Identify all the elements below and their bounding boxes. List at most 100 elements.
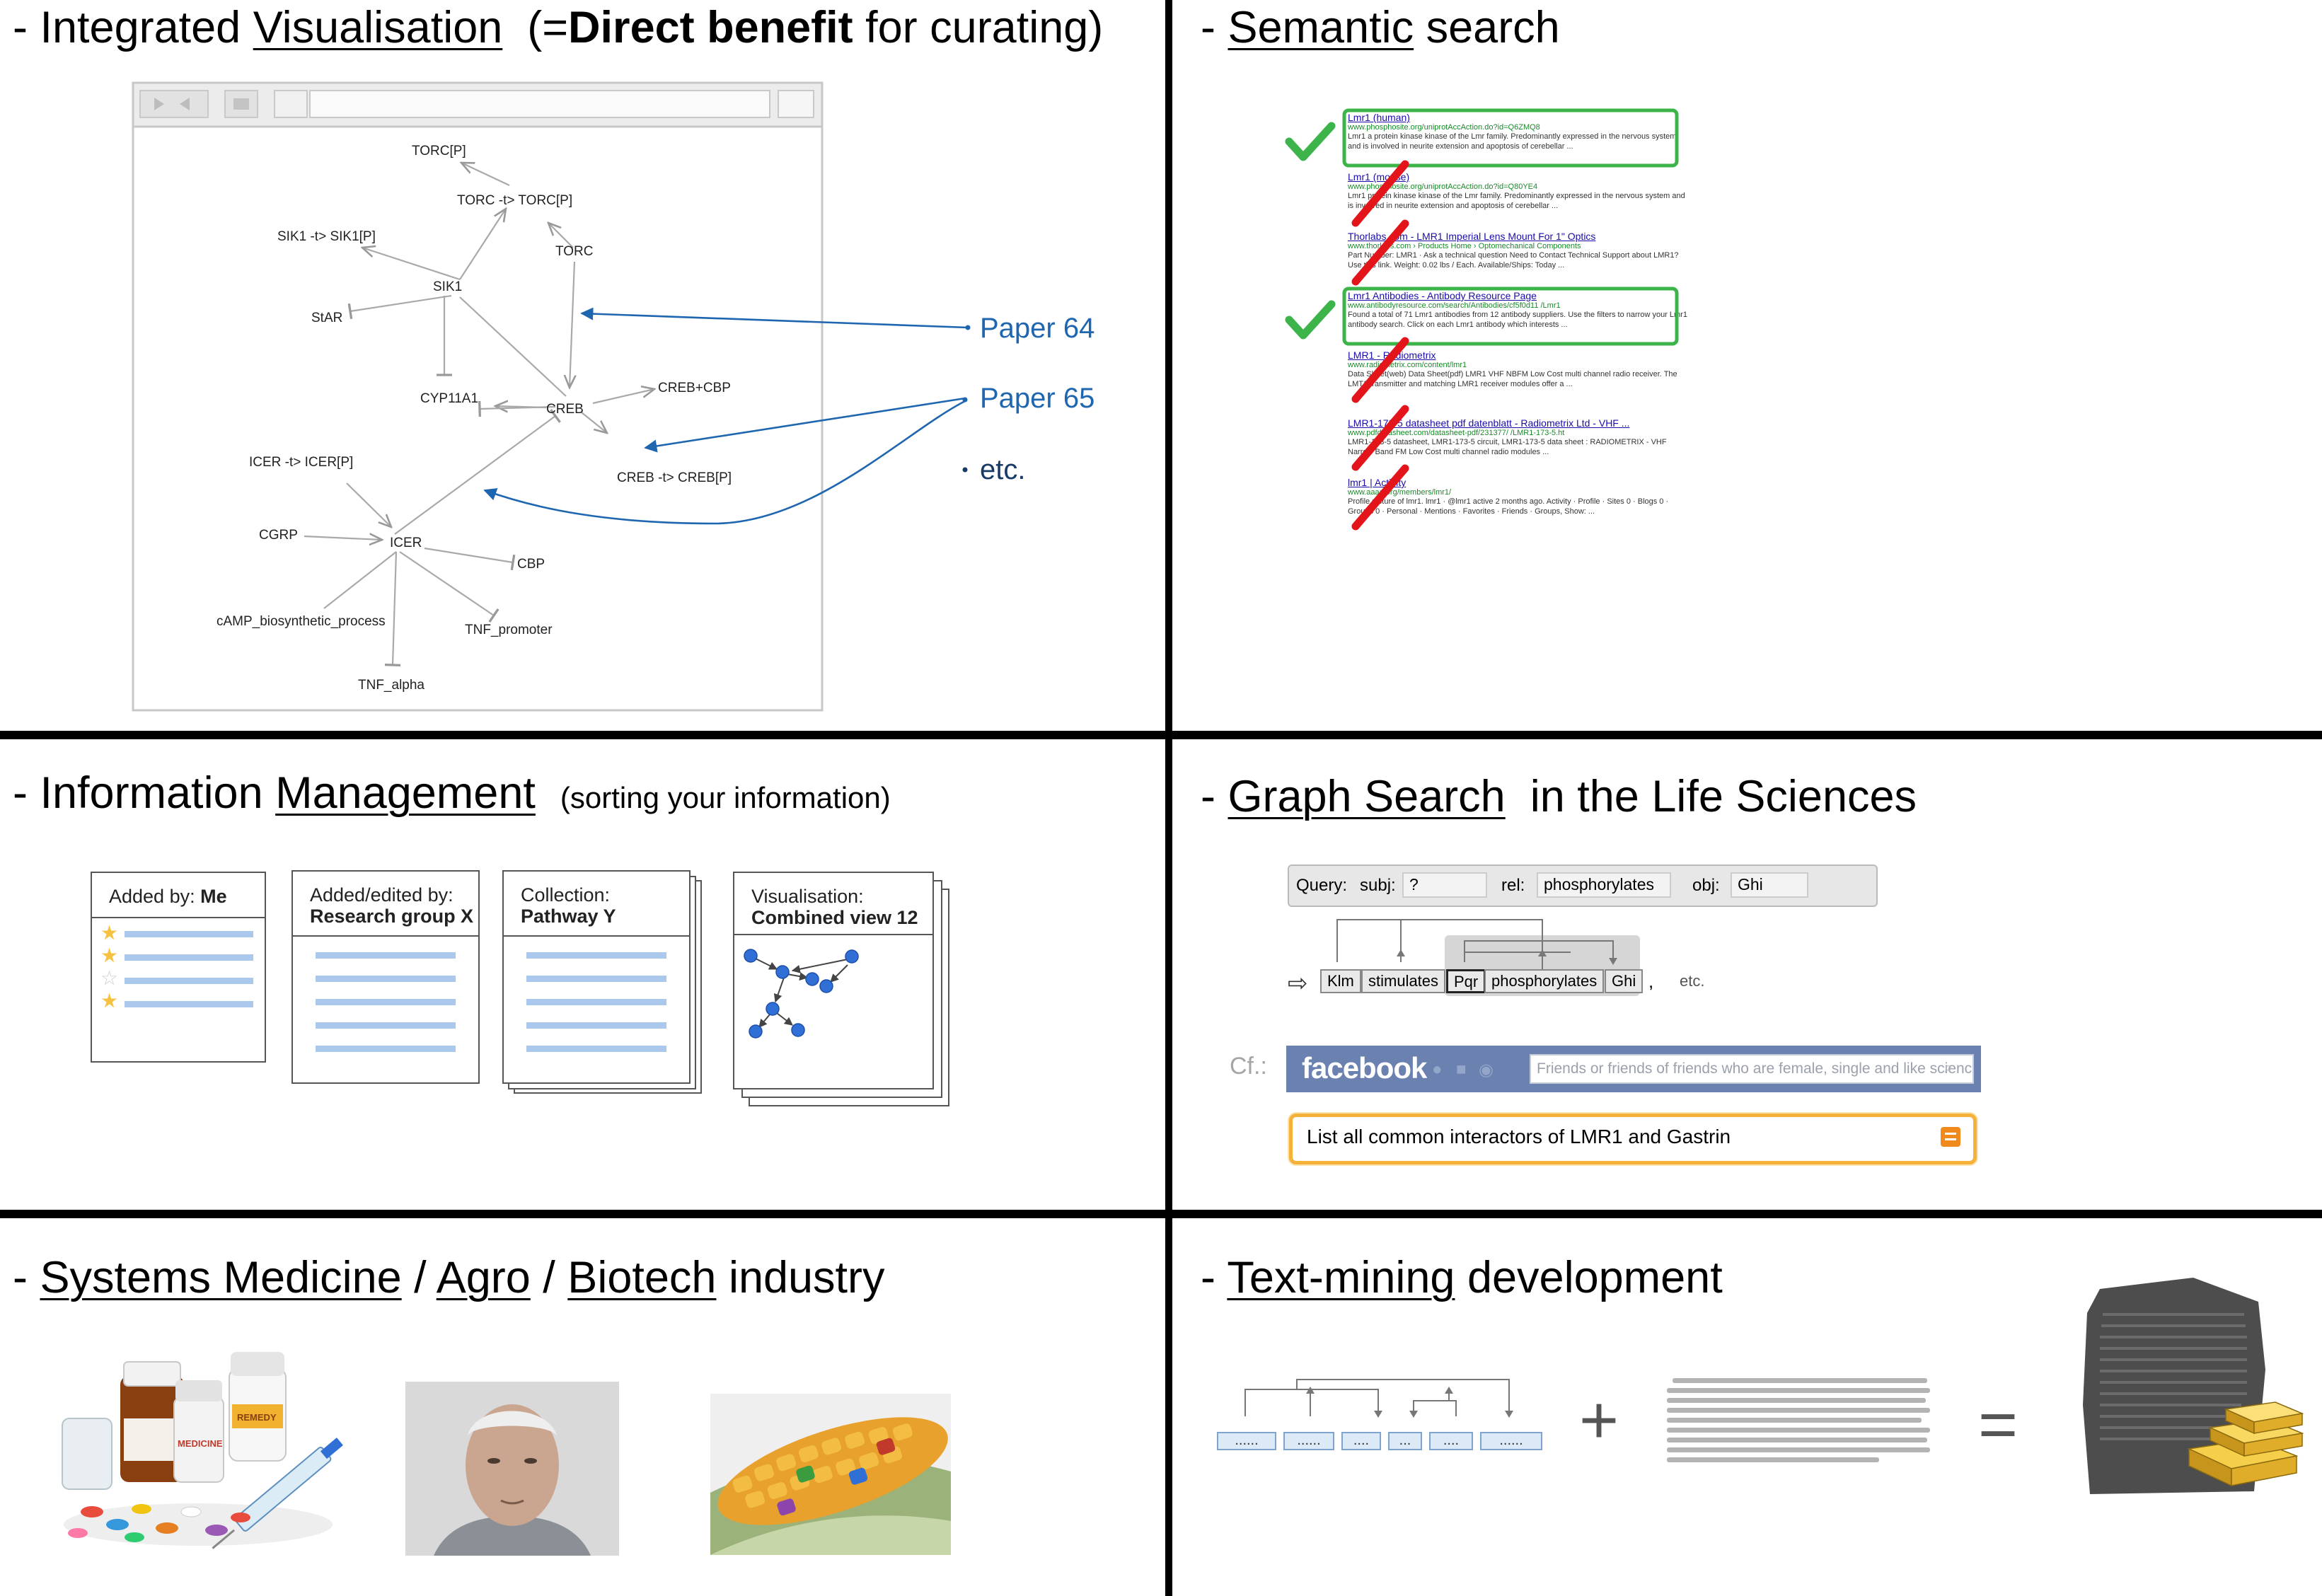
token-pqr[interactable]: Pqr xyxy=(1446,969,1486,993)
info-card-collection[interactable]: Collection: Pathway Y xyxy=(502,870,691,1084)
node-cbp: CBP xyxy=(517,557,545,572)
strike-icon xyxy=(1351,464,1409,531)
node-star: StAR xyxy=(311,311,342,325)
friends-icon: ● xyxy=(1432,1060,1443,1079)
card-divider xyxy=(293,935,478,937)
blurred-text-block xyxy=(1667,1378,1930,1462)
info-card-added-by-me[interactable]: Added by: Me ★ ★ ☆ ★ xyxy=(91,872,266,1063)
node-tnf-alpha: TNF_alpha xyxy=(358,678,424,693)
node-torc: TORC xyxy=(555,244,593,259)
search-result[interactable]: Lmr1 (human) www.phosphosite.org/uniprot… xyxy=(1348,112,1677,151)
node-sik1: SIK1 xyxy=(433,279,462,294)
elderly-man-photo xyxy=(405,1382,619,1556)
search-results-list: Lmr1 (human) www.phosphosite.org/uniprot… xyxy=(1348,112,1687,536)
node-tnf-promoter: TNF_promoter xyxy=(465,623,553,637)
search-result[interactable]: Lmr1 Antibodies - Antibody Resource Page… xyxy=(1348,290,1687,329)
node-sik1-sik1p: SIK1 -t> SIK1[P] xyxy=(277,229,376,244)
subj-label: subj: xyxy=(1360,876,1396,895)
rel-field[interactable]: phosphorylates xyxy=(1537,872,1671,898)
menu-icon[interactable] xyxy=(1941,1127,1960,1147)
card-divider xyxy=(92,917,265,918)
subj-field[interactable]: ? xyxy=(1402,872,1487,898)
pathway-network-diagram: TORC[P] TORC -t> TORC[P] SIK1 -t> SIK1[P… xyxy=(132,81,971,712)
search-result[interactable]: lmr1 | Activity www.aaaa.org/members/lmr… xyxy=(1348,477,1669,516)
node-torc-torcp: TORC -t> TORC[P] xyxy=(457,193,572,208)
paper-65-label[interactable]: Paper 65 xyxy=(980,383,1095,414)
home-button[interactable] xyxy=(274,90,308,118)
token-dependency-arcs xyxy=(1336,919,1617,971)
card-divider xyxy=(734,934,932,935)
token-ghi[interactable]: Ghi xyxy=(1605,969,1644,993)
list-lines xyxy=(125,931,253,1024)
panel-title: - Information Management (sorting your i… xyxy=(13,768,891,818)
relevant-highlight-box xyxy=(1342,287,1679,346)
gold-bars xyxy=(2187,1401,2304,1487)
search-box[interactable] xyxy=(778,90,814,118)
plus-sign: + xyxy=(1579,1382,1619,1458)
browser-window xyxy=(132,81,824,712)
horizontal-divider-top xyxy=(0,731,2322,739)
check-icon xyxy=(1285,122,1336,161)
token-placeholder: ...... xyxy=(1217,1432,1276,1450)
star-empty-icon: ☆ xyxy=(100,967,119,989)
back-forward-buttons[interactable] xyxy=(139,90,209,118)
token-comma: , xyxy=(1648,971,1654,992)
star-icon: ★ xyxy=(100,990,119,1012)
search-result[interactable]: Lmr1 (mouse) www.phosphosite.org/uniprot… xyxy=(1348,171,1685,210)
info-card-visualisation[interactable]: Visualisation: Combined view 12 xyxy=(733,872,934,1089)
node-camp: cAMP_biosynthetic_process xyxy=(216,614,386,629)
node-icer-icerp: ICER -t> ICER[P] xyxy=(249,455,353,470)
rosetta-stone-and-gold-image xyxy=(2083,1278,2304,1494)
list-lines xyxy=(316,952,456,1069)
panel-title: - Graph Search in the Life Sciences xyxy=(1201,772,1917,821)
node-creb-cbp: CREB+CBP xyxy=(658,381,731,395)
natural-language-query-box[interactable]: List all common interactors of LMR1 and … xyxy=(1289,1114,1977,1164)
nav-arrow-icon xyxy=(154,98,190,110)
result-arrow-icon: ⇨ xyxy=(1288,970,1308,997)
token-phosphorylates[interactable]: phosphorylates xyxy=(1484,969,1605,993)
node-icer: ICER xyxy=(390,536,422,550)
card-divider xyxy=(504,935,689,937)
paper-64-label[interactable]: Paper 64 xyxy=(980,313,1095,344)
token-stimulates[interactable]: stimulates xyxy=(1361,969,1446,993)
modified-corn-photo xyxy=(710,1394,951,1555)
node-cyp11a1: CYP11A1 xyxy=(420,391,478,406)
query-builder: Query: subj: ? rel: phosphorylates obj: … xyxy=(1288,865,1878,907)
facebook-search-input[interactable]: Friends or friends of friends who are fe… xyxy=(1530,1054,1974,1084)
list-lines xyxy=(526,952,666,1069)
star-icon: ★ xyxy=(100,944,119,966)
token-klm[interactable]: Klm xyxy=(1320,969,1361,993)
node-cgrp: CGRP xyxy=(259,528,298,543)
relevance-marks xyxy=(1285,108,1679,531)
nl-query-text[interactable]: List all common interactors of LMR1 and … xyxy=(1307,1126,1731,1147)
mini-network-graph xyxy=(744,949,859,1039)
vertical-divider xyxy=(1165,0,1172,1596)
facebook-search-bar: facebook ● ■ ◉ Friends or friends of fri… xyxy=(1286,1046,1981,1092)
strike-icon xyxy=(1351,405,1409,471)
horizontal-divider-bottom xyxy=(0,1210,2322,1218)
node-creb-crebp: CREB -t> CREB[P] xyxy=(617,470,732,485)
notifications-icon: ◉ xyxy=(1479,1060,1494,1080)
stop-icon xyxy=(233,98,249,110)
facebook-logo: facebook xyxy=(1302,1051,1427,1085)
medicine-illustration: MEDICINE REMEDY xyxy=(62,1352,343,1549)
search-result[interactable]: LMR1-173-5 datasheet pdf datenblatt - Ra… xyxy=(1348,417,1667,456)
obj-label: obj: xyxy=(1692,876,1720,895)
info-card-research-group[interactable]: Added/edited by: Research group X xyxy=(291,870,480,1084)
node-torcp: TORC[P] xyxy=(412,144,466,158)
token-placeholder: ...... xyxy=(1283,1432,1334,1450)
messages-icon: ■ xyxy=(1456,1060,1467,1079)
token-placeholder: ...... xyxy=(1480,1432,1542,1450)
token-placeholder: ... xyxy=(1388,1432,1422,1450)
panel-title: - Systems Medicine / Agro / Biotech indu… xyxy=(13,1253,885,1302)
panel-title: - Semantic search xyxy=(1201,3,1560,52)
panel-title: - Text-mining development xyxy=(1201,1253,1723,1302)
strike-icon xyxy=(1351,219,1409,286)
search-result[interactable]: Thorlabs.com - LMR1 Imperial Lens Mount … xyxy=(1348,231,1679,270)
obj-field[interactable]: Ghi xyxy=(1731,872,1808,898)
search-result[interactable]: LMR1 - Radiometrix www.radiometrix.com/c… xyxy=(1348,349,1677,388)
paper64-link xyxy=(580,307,969,329)
query-label: Query: xyxy=(1296,876,1348,895)
strike-icon xyxy=(1351,337,1409,403)
address-bar[interactable] xyxy=(309,90,770,118)
